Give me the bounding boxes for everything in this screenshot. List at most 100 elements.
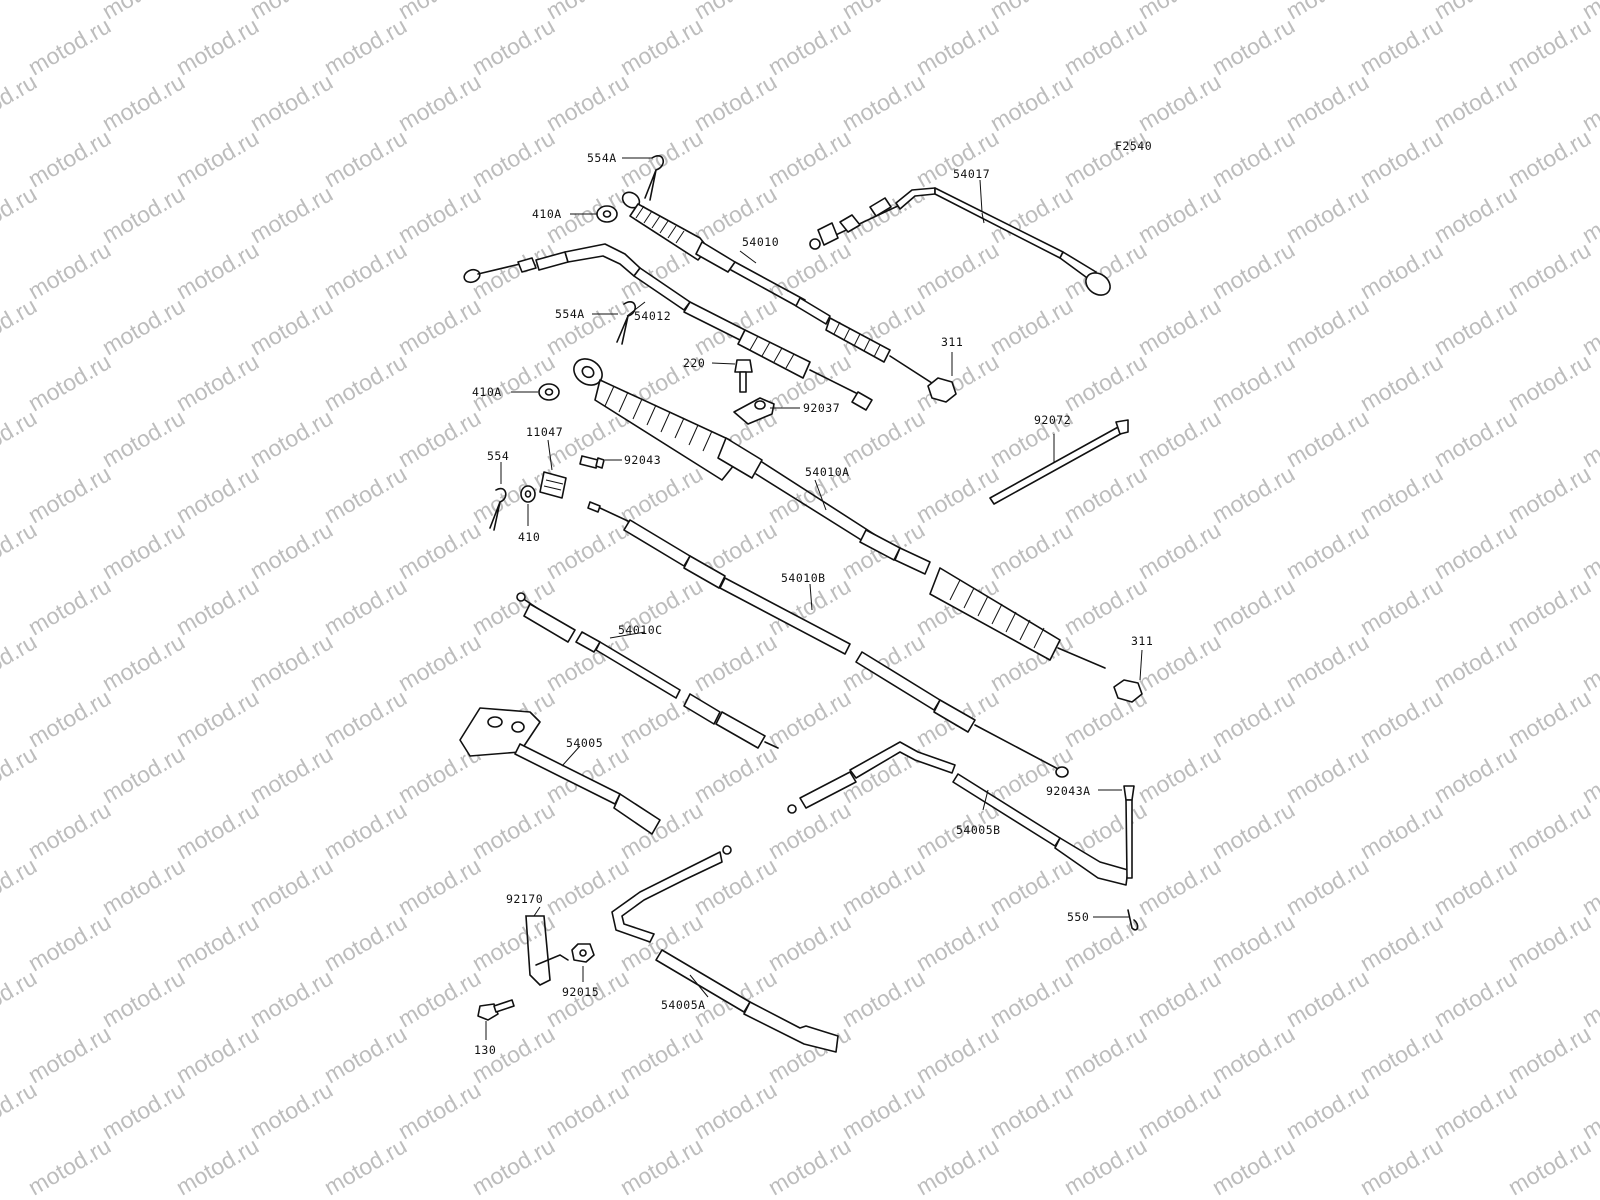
watermark-text: motod.ru [320, 1132, 412, 1200]
watermark-text: motod.ru [616, 684, 708, 752]
label-554: 554 [487, 449, 509, 463]
watermark-text: motod.ru [542, 1076, 634, 1144]
part-550-cotter-pin [1127, 909, 1139, 931]
watermark-text: motod.ru [1208, 460, 1300, 528]
watermark-text: motod.ru [1356, 1132, 1448, 1200]
part-130-bolt [477, 999, 515, 1021]
watermark-text: motod.ru [1504, 460, 1596, 528]
watermark-text: motod.ru [1430, 0, 1522, 24]
watermark-text: motod.ru [690, 0, 782, 24]
label-554A-mid: 554A [555, 307, 585, 321]
watermark-text: motod.ru [1208, 796, 1300, 864]
watermark-text: motod.ru [986, 516, 1078, 584]
watermark-text: motod.ru [246, 404, 338, 472]
watermark-text: motod.ru [1356, 236, 1448, 304]
part-92170-clip [525, 915, 569, 986]
watermark-text: motod.ru [1134, 740, 1226, 808]
part-54012-cable [463, 243, 873, 411]
watermark-text: motod.ru [394, 68, 486, 136]
label-54010C: 54010C [618, 623, 663, 637]
watermark-text: motod.ru [394, 180, 486, 248]
watermark-text: motod.ru [542, 516, 634, 584]
label-220: 220 [683, 356, 705, 370]
watermark-text: motod.ru [1356, 908, 1448, 976]
watermark-text: motod.ru [1430, 68, 1522, 136]
watermark-text: motod.ru [764, 124, 856, 192]
label-410: 410 [518, 530, 540, 544]
watermark-text: motod.ru [912, 1020, 1004, 1088]
watermark-text: motod.ru [24, 684, 116, 752]
watermark-text: motod.ru [1282, 404, 1374, 472]
watermark-text: motod.ru [1208, 1020, 1300, 1088]
watermark-text: motod.ru [1208, 124, 1300, 192]
watermark-text: motod.ru [468, 796, 560, 864]
label-54017: 54017 [953, 167, 990, 181]
watermark-text: motod.ru [246, 0, 338, 24]
watermark-text: motod.ru [1208, 1132, 1300, 1200]
watermark-text: motod.ru [172, 12, 264, 80]
watermark-text: motod.ru [1430, 852, 1522, 920]
part-92072-tie [989, 419, 1129, 505]
watermark-text: motod.ru [98, 180, 190, 248]
label-92037: 92037 [803, 401, 840, 415]
watermark-text: motod.ru [246, 628, 338, 696]
watermark-text: motod.ru [1282, 68, 1374, 136]
watermark-text: motod.ru [764, 1132, 856, 1200]
watermark-text: motod.ru [1430, 964, 1522, 1032]
part-554A-top-clip [644, 155, 664, 201]
watermark-text: motod.ru [98, 628, 190, 696]
label-54010B: 54010B [781, 571, 826, 585]
watermark-text: motod.ru [394, 404, 486, 472]
watermark-text: motod.ru [98, 852, 190, 920]
watermark-text: motod.ru [764, 12, 856, 80]
watermark-text: motod.ru [690, 1076, 782, 1144]
watermark-text: motod.ru [986, 68, 1078, 136]
watermark-text: motod.ru [838, 964, 930, 1032]
watermark-text: motod.ru [1430, 740, 1522, 808]
part-92043A-pin [1123, 785, 1135, 879]
watermark-text: motod.ru [1504, 12, 1596, 80]
watermark-text: motod.ru [1060, 12, 1152, 80]
watermark-text: motod.ru [172, 236, 264, 304]
watermark-text: motod.ru [1134, 404, 1226, 472]
watermark-text: motod.ru [98, 516, 190, 584]
watermark-text: motod.ru [1134, 516, 1226, 584]
watermark-text: motod.ru [1356, 460, 1448, 528]
watermark-text: motod.ru [246, 964, 338, 1032]
label-54005: 54005 [566, 736, 603, 750]
watermark-text: motod.ru [1208, 908, 1300, 976]
watermark-text: motod.ru [838, 0, 930, 24]
watermark-text: motod.ru [0, 0, 41, 24]
watermark-text: motod.ru [320, 572, 412, 640]
part-54017-cable [809, 187, 1111, 296]
watermark-text: motod.ru [1430, 180, 1522, 248]
part-54010B-cable [587, 501, 1069, 778]
watermark-text: motod.ru [1430, 404, 1522, 472]
watermark-text: motod.ru [1504, 796, 1596, 864]
watermark-text: motod.ru [1282, 852, 1374, 920]
watermark-text: motod.ru [986, 964, 1078, 1032]
watermark-text: motod.ru [986, 292, 1078, 360]
watermark-text: motod.ru [320, 1020, 412, 1088]
watermark-text: motod.ru [1208, 348, 1300, 416]
part-410A-top-washer [596, 205, 618, 223]
watermark-text: motod.ru [1282, 516, 1374, 584]
part-554-clip [489, 487, 507, 531]
label-410A-mid: 410A [472, 385, 502, 399]
part-54005B-cable [787, 741, 1129, 886]
watermark-text: motod.ru [246, 180, 338, 248]
watermark-text: motod.ru [24, 908, 116, 976]
watermark-text: motod.ru [468, 348, 560, 416]
watermark-text: motod.ru [986, 852, 1078, 920]
watermark-text: motod.ru [98, 404, 190, 472]
watermark-text: motod.ru [172, 1132, 264, 1200]
watermark-text: motod.ru [1356, 796, 1448, 864]
watermark-text: motod.ru [394, 852, 486, 920]
label-54010A: 54010A [805, 465, 850, 479]
watermark-text: motod.ru [172, 348, 264, 416]
watermark-text: motod.ru [1282, 0, 1374, 24]
watermark-text: motod.ru [1060, 1020, 1152, 1088]
watermark-text: motod.ru [1208, 572, 1300, 640]
watermark-text: motod.ru [912, 460, 1004, 528]
label-130: 130 [474, 1043, 496, 1057]
